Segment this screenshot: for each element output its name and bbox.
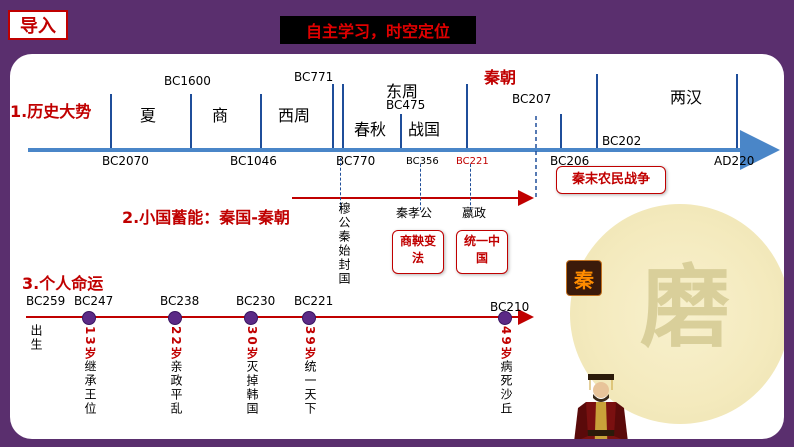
point-event: 统一天下 bbox=[302, 360, 319, 416]
emperor-figure-icon bbox=[566, 372, 636, 439]
tick-475 bbox=[400, 114, 402, 148]
point-date: BC259 bbox=[26, 294, 65, 308]
tick-qin-start bbox=[466, 84, 468, 148]
tick-xizhou bbox=[260, 94, 262, 148]
dynasty-lianghan: 两汉 bbox=[670, 84, 702, 108]
shangyang-box: 商鞅变法 bbox=[392, 230, 444, 274]
point-age: 30岁 bbox=[244, 326, 261, 361]
point-date: BC221 bbox=[294, 294, 333, 308]
tick-771 bbox=[332, 84, 334, 148]
dynasty-xia: 夏 bbox=[140, 102, 156, 126]
tick-770 bbox=[342, 84, 344, 148]
point-event: 灭掉韩国 bbox=[244, 360, 261, 416]
point-age: 39岁 bbox=[302, 326, 319, 361]
xiaogong-text: 秦孝公 bbox=[396, 204, 432, 221]
section3-label: 3.个人命运 bbox=[22, 270, 103, 294]
section1-label: 1.历史大势 bbox=[10, 98, 91, 122]
point-dot bbox=[498, 311, 512, 325]
point-date: BC230 bbox=[236, 294, 275, 308]
dynasty-zhanguo: 战国 bbox=[408, 116, 440, 140]
yingzheng-text: 嬴政 bbox=[462, 204, 486, 221]
point-event: 继承王位 bbox=[82, 360, 99, 416]
banner-title: 自主学习，时空定位 bbox=[280, 16, 476, 44]
tongyi-box: 统一中国 bbox=[456, 230, 508, 274]
tick-206 bbox=[596, 74, 598, 148]
date-bc356: BC356 bbox=[406, 156, 439, 167]
tick-xia bbox=[110, 94, 112, 148]
point-event: 亲政平乱 bbox=[168, 360, 185, 416]
date-bc1600: BC1600 bbox=[164, 74, 211, 88]
point-age: 22岁 bbox=[168, 326, 185, 361]
intro-tag: 导入 bbox=[8, 10, 68, 40]
point-event: 病死沙丘 bbox=[498, 360, 515, 416]
tick-ad220 bbox=[736, 74, 738, 148]
qin-emblem-icon: 秦 bbox=[566, 260, 602, 296]
point-dot bbox=[82, 311, 96, 325]
date-bc770: BC770 bbox=[336, 154, 375, 168]
point-dot bbox=[244, 311, 258, 325]
point-date: BC238 bbox=[160, 294, 199, 308]
content-panel: 磨 1.历史大势 BC1600 BC771 BC475 BC207 BC202 … bbox=[10, 54, 784, 439]
dynasty-xizhou: 西周 bbox=[278, 102, 310, 126]
date-bc207: BC207 bbox=[512, 92, 551, 106]
dynasty-shang: 商 bbox=[212, 102, 228, 126]
dynasty-qin: 秦朝 bbox=[484, 64, 516, 88]
date-bc202: BC202 bbox=[602, 134, 641, 148]
point-dot bbox=[168, 311, 182, 325]
point-date: BC247 bbox=[74, 294, 113, 308]
date-bc1046: BC1046 bbox=[230, 154, 277, 168]
peasant-war-box: 秦末农民战争 bbox=[556, 166, 666, 194]
point-event: 出生 bbox=[28, 324, 45, 352]
date-ad220: AD220 bbox=[714, 154, 754, 168]
tick-207 bbox=[560, 114, 562, 148]
point-dot bbox=[302, 311, 316, 325]
date-bc2070: BC2070 bbox=[102, 154, 149, 168]
date-bc221: BC221 bbox=[456, 156, 489, 167]
section2-label: 2.小国蓄能：秦国-秦朝 bbox=[122, 204, 290, 228]
date-bc771: BC771 bbox=[294, 70, 333, 84]
point-age: 49岁 bbox=[498, 326, 515, 361]
tick-shang bbox=[190, 94, 192, 148]
dynasty-dongzhou: 东周 bbox=[386, 78, 418, 102]
dynasty-chunqiu: 春秋 bbox=[354, 116, 386, 140]
mugong-text: 穆公秦始封国 bbox=[336, 202, 353, 322]
point-age: 13岁 bbox=[82, 326, 99, 361]
